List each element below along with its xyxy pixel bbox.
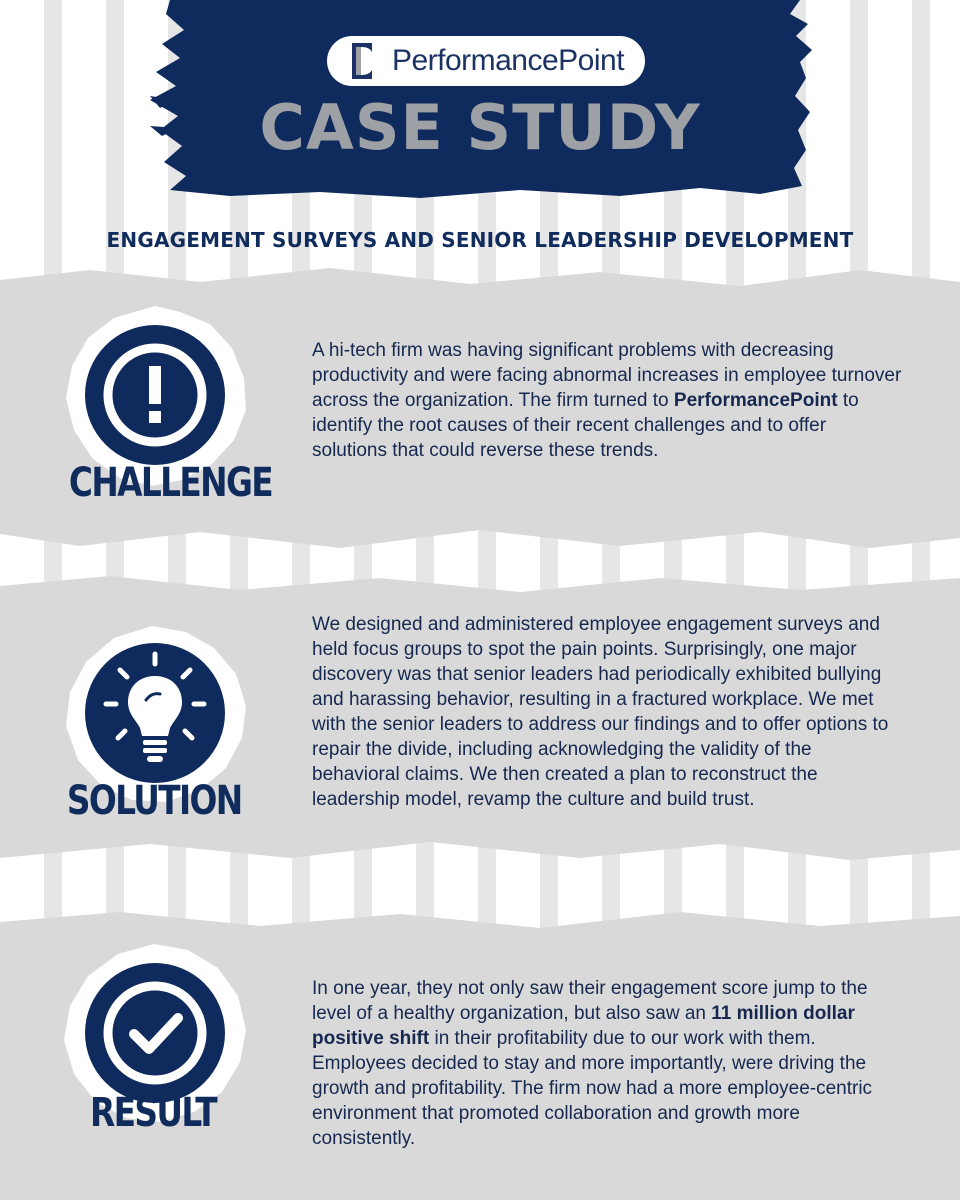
challenge-text-emphasis: PerformancePoint xyxy=(673,390,838,411)
solution-text-part-1: We designed and administered employee en… xyxy=(312,614,889,810)
solution-band-background xyxy=(0,576,960,860)
result-text-emphasis: 11 million dollar positive shift xyxy=(312,1003,855,1049)
challenge-label: CHALLENGE xyxy=(68,460,274,506)
challenge-section: CHALLENGE A hi-tech firm was having sign… xyxy=(0,262,960,554)
performancepoint-logo: PerformancePoint xyxy=(327,36,645,86)
result-label: RESULT xyxy=(90,1090,218,1136)
challenge-band-background xyxy=(0,268,960,548)
result-text-part-2: in their profitability due to our work w… xyxy=(312,1028,873,1149)
header-brush-background xyxy=(150,0,812,198)
logo-text: PerformancePoint xyxy=(391,44,625,77)
page-title: CASE STUDY xyxy=(259,91,701,164)
challenge-text: A hi-tech firm was having significant pr… xyxy=(312,338,902,463)
page-subtitle: ENGAGEMENT SURVEYS AND SENIOR LEADERSHIP… xyxy=(106,228,854,252)
challenge-icon-badge xyxy=(60,302,250,492)
lightbulb-icon xyxy=(85,643,225,783)
result-text-part-1: In one year, they not only saw their eng… xyxy=(312,978,868,1024)
solution-icon-badge xyxy=(60,620,250,810)
exclamation-icon xyxy=(85,325,225,465)
checkmark-icon xyxy=(85,963,225,1103)
solution-section: SOLUTION We designed and administered em… xyxy=(0,572,960,864)
result-text: In one year, they not only saw their eng… xyxy=(312,976,902,1151)
logo-mark-icon xyxy=(351,43,374,79)
result-section: RESULT In one year, they not only saw th… xyxy=(0,906,960,1200)
result-band-background xyxy=(0,912,960,1200)
solution-text: We designed and administered employee en… xyxy=(312,612,902,812)
result-icon-badge xyxy=(60,940,250,1130)
challenge-text-part-1: A hi-tech firm was having significant pr… xyxy=(312,340,902,411)
solution-label: SOLUTION xyxy=(66,778,243,824)
challenge-text-part-2: to identify the root causes of their rec… xyxy=(312,390,859,461)
